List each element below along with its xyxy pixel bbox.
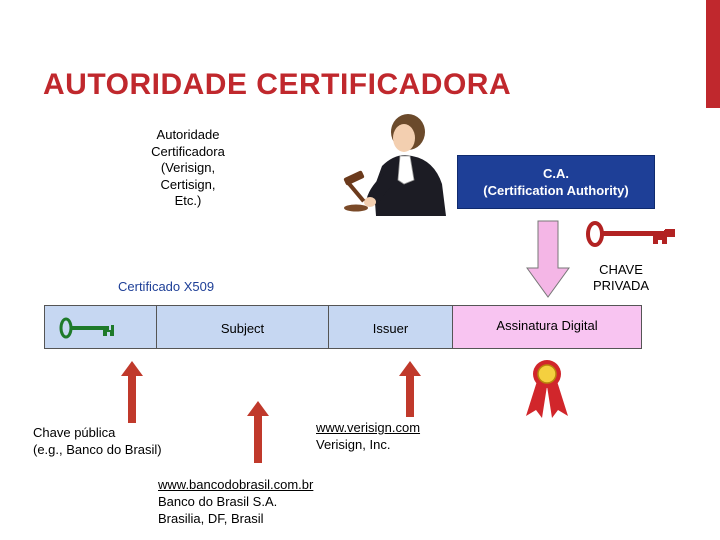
private-key-line-2: PRIVADA: [592, 278, 650, 293]
signature-cell: Assinatura Digital: [453, 306, 641, 348]
issuer-cell: Issuer: [329, 306, 453, 348]
subject-location: Brasilia, DF, Brasil: [158, 511, 264, 526]
page-title: AUTORIDADE CERTIFICADORA: [43, 68, 512, 101]
public-key-line-1: Chave pública: [33, 425, 116, 440]
ca-box-line-1: C.A.: [543, 166, 569, 181]
arrow-up-public-key: [121, 361, 143, 423]
judge-with-gavel-icon: [343, 114, 446, 216]
ca-box: C.A. (Certification Authority): [457, 155, 655, 209]
private-key-line-1: CHAVE: [599, 262, 643, 277]
issuer-url-link[interactable]: www.verisign.com: [316, 420, 421, 435]
ca-label-line-5: Etc.): [174, 193, 202, 208]
arrow-down-pink: [526, 220, 570, 298]
certificate-bar: Subject Issuer Assinatura Digital: [44, 305, 642, 349]
subject-info: www.bancodobrasil.com.br Banco do Brasil…: [158, 476, 313, 527]
certificate-label: Certificado X509: [118, 279, 215, 294]
public-key-cell: [45, 306, 157, 348]
ribbon-seal-icon: [526, 360, 568, 418]
arrow-up-issuer: [399, 361, 421, 417]
red-key-icon: [586, 221, 675, 247]
issuer-info: www.verisign.com Verisign, Inc.: [316, 419, 420, 453]
issuer-name: Verisign, Inc.: [316, 437, 391, 452]
accent-bar: [706, 0, 720, 108]
green-key-icon: [59, 317, 114, 339]
ca-label-line-1: Autoridade: [156, 127, 220, 142]
ca-label-line-4: Certisign,: [160, 176, 216, 192]
subject-url-link[interactable]: www.bancodobrasil.com.br: [158, 477, 314, 492]
public-key-line-2: (e.g., Banco do Brasil): [33, 442, 162, 457]
ca-box-line-2: (Certification Authority): [483, 183, 629, 198]
subject-name: Banco do Brasil S.A.: [158, 494, 278, 509]
private-key-label: CHAVE PRIVADA: [583, 262, 659, 294]
ca-label-line-2: Certificadora: [151, 143, 225, 159]
ca-description: Autoridade Certificadora (Verisign, Cert…: [138, 127, 238, 210]
ca-label-line-3: (Verisign,: [160, 160, 216, 175]
arrow-up-subject: [247, 401, 269, 463]
public-key-label: Chave pública (e.g., Banco do Brasil): [33, 424, 162, 458]
subject-cell: Subject: [157, 306, 329, 348]
